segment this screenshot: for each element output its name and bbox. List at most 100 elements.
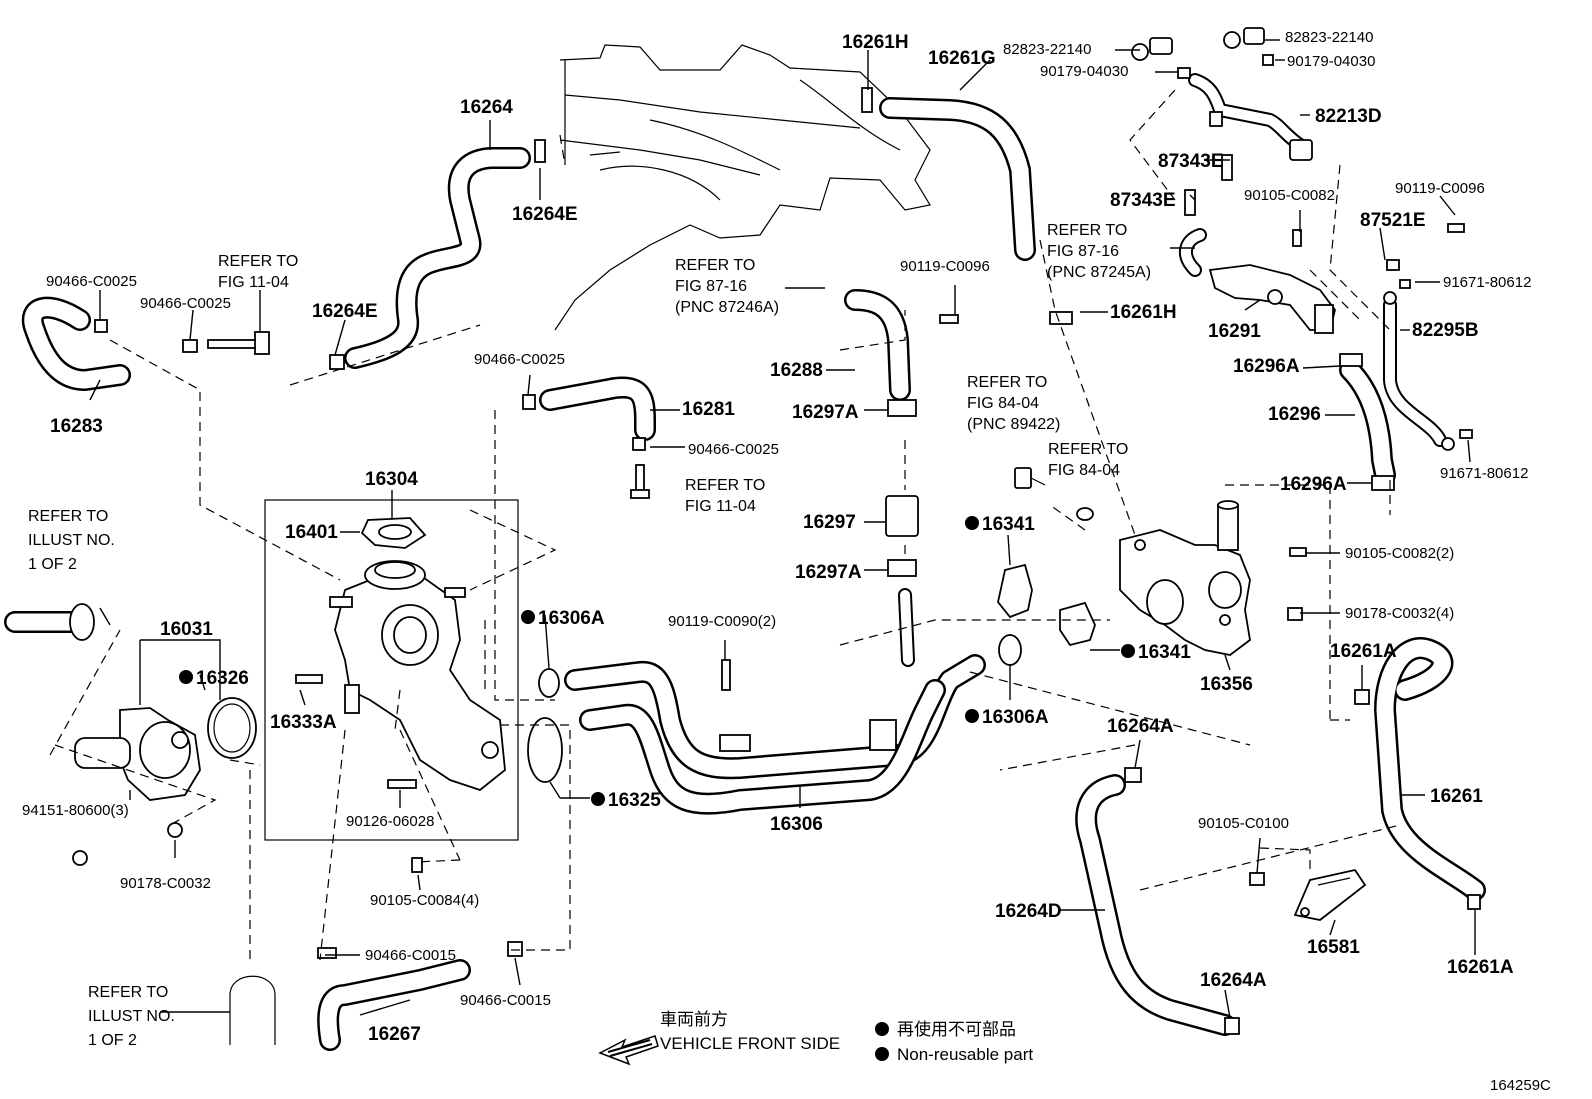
label-87521E[interactable]: 87521E xyxy=(1360,210,1426,231)
label-90105-C0082[interactable]: 90105-C0082 xyxy=(1244,187,1335,204)
ring-16306A-left xyxy=(538,668,560,698)
label-16267[interactable]: 16267 xyxy=(368,1024,421,1045)
ring-16325 xyxy=(527,717,563,783)
gasket-16326 xyxy=(207,697,257,759)
label-16581[interactable]: 16581 xyxy=(1307,937,1360,958)
label-16261A-a[interactable]: 16261A xyxy=(1330,641,1397,662)
inlet-pipe-left xyxy=(4,603,95,641)
label-16283[interactable]: 16283 xyxy=(50,416,103,437)
label-82823-b[interactable]: 82823-22140 xyxy=(1285,29,1373,46)
ref-fig-87-16-a[interactable]: REFER TO FIG 87-16 (PNC 87245A) xyxy=(1047,222,1151,281)
label-16288[interactable]: 16288 xyxy=(770,360,823,381)
svg-text:16341: 16341 xyxy=(1138,642,1191,663)
hose-16288 xyxy=(844,289,911,401)
ref-fig-84-04-a[interactable]: REFER TO FIG 84-04 (PNC 89422) xyxy=(967,374,1060,433)
label-16297A-a[interactable]: 16297A xyxy=(792,402,859,423)
label-91671-b[interactable]: 91671-80612 xyxy=(1440,465,1528,482)
label-87343E-a[interactable]: 87343E xyxy=(1158,151,1224,172)
label-16356[interactable]: 16356 xyxy=(1200,674,1253,695)
label-16261H-top[interactable]: 16261H xyxy=(842,32,909,53)
ref-fig-87-16-b[interactable]: REFER TO FIG 87-16 (PNC 87246A) xyxy=(675,257,779,316)
label-90466-C0025-c[interactable]: 90466-C0025 xyxy=(474,351,565,368)
label-16261G[interactable]: 16261G xyxy=(928,48,996,69)
label-16325[interactable]: 16325 xyxy=(591,790,661,811)
label-16264D[interactable]: 16264D xyxy=(995,901,1062,922)
label-16297A-b[interactable]: 16297A xyxy=(795,562,862,583)
label-90466-C0025-a[interactable]: 90466-C0025 xyxy=(46,273,137,290)
inlet-pipe-bottom xyxy=(229,975,276,1045)
legend-nonreuse-en: Non-reusable part xyxy=(897,1045,1033,1064)
label-90119-C0096-r[interactable]: 90119-C0096 xyxy=(1395,180,1485,197)
svg-text:16341: 16341 xyxy=(982,514,1035,535)
ref-illust-b[interactable]: REFER TO ILLUST NO. 1 OF 2 xyxy=(88,984,179,1049)
label-16264A-a[interactable]: 16264A xyxy=(1107,716,1174,737)
label-90179-a[interactable]: 90179-04030 xyxy=(1040,63,1128,80)
label-90178-C0032-4[interactable]: 90178-C0032(4) xyxy=(1345,605,1454,622)
connectors-82823 xyxy=(1131,27,1265,61)
ref-illust-a[interactable]: REFER TO ILLUST NO. 1 OF 2 xyxy=(28,508,119,573)
ref-fig-11-04-b[interactable]: REFER TO FIG 11-04 xyxy=(685,477,770,515)
ring-16306A-right xyxy=(998,634,1022,666)
hose-16264 xyxy=(344,147,531,369)
ref-fig-11-04-a[interactable]: REFER TO FIG 11-04 xyxy=(218,253,303,291)
label-16281[interactable]: 16281 xyxy=(682,399,735,420)
label-16306A-a[interactable]: 16306A xyxy=(521,608,605,629)
label-16304[interactable]: 16304 xyxy=(365,469,418,490)
label-94151[interactable]: 94151-80600(3) xyxy=(22,802,129,819)
water-inlet-housing xyxy=(329,560,506,792)
label-16261[interactable]: 16261 xyxy=(1430,786,1483,807)
label-90105-C0082-2[interactable]: 90105-C0082(2) xyxy=(1345,545,1454,562)
hose-16296 xyxy=(1339,359,1396,486)
label-90105-C0084[interactable]: 90105-C0084(4) xyxy=(370,892,479,909)
label-16306[interactable]: 16306 xyxy=(770,814,823,835)
clamps xyxy=(94,87,1481,1035)
label-82295B[interactable]: 82295B xyxy=(1412,320,1479,341)
water-outlet-16356 xyxy=(1119,500,1251,656)
label-16291[interactable]: 16291 xyxy=(1208,321,1261,342)
label-16296[interactable]: 16296 xyxy=(1268,404,1321,425)
front-arrow-icon xyxy=(598,1035,659,1066)
label-16401[interactable]: 16401 xyxy=(285,522,338,543)
washer-84-04 xyxy=(1076,507,1094,521)
label-16296A-b[interactable]: 16296A xyxy=(1280,474,1347,495)
label-16261A-b[interactable]: 16261A xyxy=(1447,957,1514,978)
label-87343E-b[interactable]: 87343E xyxy=(1110,190,1176,211)
gasket-16341-a xyxy=(997,563,1033,619)
gasket-16341-b xyxy=(1059,601,1096,647)
label-90119-C0090[interactable]: 90119-C0090(2) xyxy=(668,613,776,630)
label-16261H-mid[interactable]: 16261H xyxy=(1110,302,1177,323)
label-90466-C0025-b[interactable]: 90466-C0025 xyxy=(140,295,231,312)
label-82823-a[interactable]: 82823-22140 xyxy=(1003,41,1091,58)
water-outlet-16291 xyxy=(1179,228,1336,334)
label-90179-b[interactable]: 90179-04030 xyxy=(1287,53,1375,70)
label-16031[interactable]: 16031 xyxy=(160,619,213,640)
label-90466-C0015-b[interactable]: 90466-C0015 xyxy=(460,992,551,1009)
label-16341-a[interactable]: 16341 xyxy=(965,514,1035,535)
hose-16261 xyxy=(1374,637,1486,901)
label-16306A-b[interactable]: 16306A xyxy=(965,707,1049,728)
legend-nonreuse-jp: 再使用不可部品 xyxy=(897,1019,1016,1039)
label-90105-C0100[interactable]: 90105-C0100 xyxy=(1198,815,1289,832)
label-16297[interactable]: 16297 xyxy=(803,512,856,533)
label-90178-C0032[interactable]: 90178-C0032 xyxy=(120,875,211,892)
label-16341-b[interactable]: 16341 xyxy=(1121,642,1191,663)
label-90466-C0025-d[interactable]: 90466-C0025 xyxy=(688,441,779,458)
label-16326[interactable]: 16326 xyxy=(179,668,249,689)
label-16264A-b[interactable]: 16264A xyxy=(1200,970,1267,991)
label-90466-C0015-a[interactable]: 90466-C0015 xyxy=(365,947,456,964)
label-82213D[interactable]: 82213D xyxy=(1315,106,1382,127)
label-16296A-a[interactable]: 16296A xyxy=(1233,356,1300,377)
label-90119-C0096-m[interactable]: 90119-C0096 xyxy=(900,258,990,275)
legend-front-jp: 車両前方 xyxy=(660,1010,728,1029)
svg-text:16326: 16326 xyxy=(196,668,249,689)
label-91671-a[interactable]: 91671-80612 xyxy=(1443,274,1531,291)
ref-fig-84-04-b[interactable]: REFER TO FIG 84-04 xyxy=(1048,441,1133,479)
label-90126[interactable]: 90126-06028 xyxy=(346,813,434,830)
leader-lines xyxy=(89,39,1476,1019)
refer-to-notes: REFER TO FIG 11-04 REFER TO FIG 87-16 (P… xyxy=(28,222,1151,1049)
label-16264E-mid[interactable]: 16264E xyxy=(312,301,378,322)
label-16264[interactable]: 16264 xyxy=(460,97,513,118)
wire-harness-82213D xyxy=(1188,73,1313,161)
label-16264E-top[interactable]: 16264E xyxy=(512,204,578,225)
label-16333A[interactable]: 16333A xyxy=(270,712,337,733)
